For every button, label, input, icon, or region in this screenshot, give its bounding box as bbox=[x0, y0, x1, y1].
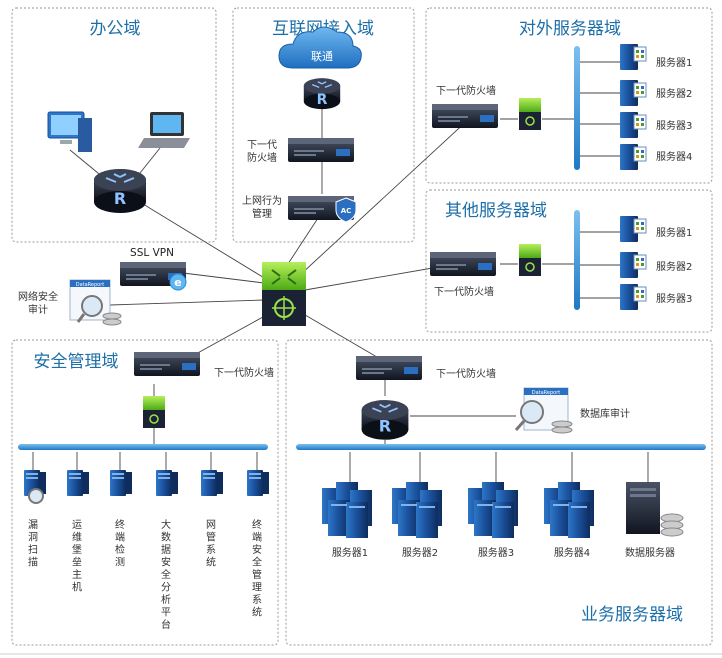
other-server-2-icon bbox=[619, 251, 647, 279]
network-audit-label-1: 网络安全 bbox=[18, 290, 58, 303]
business-firewall-icon bbox=[356, 356, 422, 380]
other-server-3-icon bbox=[619, 283, 647, 311]
core-switch-icon bbox=[262, 262, 306, 326]
zone-internet bbox=[232, 7, 415, 243]
security-device-labels: 漏洞扫描 运维堡垒主机 终端检测 大数据安全分析平台 网管系统 终端安全管理系统 bbox=[28, 518, 262, 631]
external-server-label-3: 服务器3 bbox=[656, 119, 692, 132]
business-router-icon: R bbox=[360, 399, 410, 441]
security-firewall-label: 下一代防火墙 bbox=[214, 366, 274, 379]
security-device-label-2: 运维堡垒主机 bbox=[72, 519, 82, 594]
zone-title-office: 办公域 bbox=[90, 19, 141, 39]
security-device-label-1: 漏洞扫描 bbox=[28, 519, 38, 569]
other-switch-icon bbox=[518, 243, 542, 277]
security-device-label-3: 终端检测 bbox=[115, 518, 125, 569]
ac-badge: AC bbox=[341, 207, 352, 215]
zone-office bbox=[11, 7, 217, 243]
business-server-label-4: 服务器4 bbox=[554, 546, 590, 559]
business-server-label-1: 服务器1 bbox=[332, 546, 368, 559]
other-bus-bar bbox=[574, 210, 580, 310]
zone-title-external: 对外服务器域 bbox=[519, 19, 621, 39]
external-server-label-4: 服务器4 bbox=[656, 150, 692, 163]
security-bus-bar bbox=[18, 444, 268, 450]
ac-label-2: 管理 bbox=[252, 207, 272, 220]
external-server-4-icon bbox=[619, 143, 647, 171]
internet-firewall-label-2: 防火墙 bbox=[247, 151, 277, 164]
security-device-6-icon bbox=[247, 470, 269, 496]
cloud-icon: 联通 bbox=[278, 26, 362, 69]
business-server-label-2: 服务器2 bbox=[402, 546, 438, 559]
security-firewall-icon bbox=[134, 352, 200, 376]
zone-title-security: 安全管理域 bbox=[34, 352, 119, 372]
zone-title-business: 业务服务器域 bbox=[581, 605, 683, 625]
ie-icon: e bbox=[169, 273, 187, 291]
network-audit-icon: DataReport bbox=[69, 279, 122, 326]
other-firewall-icon bbox=[430, 252, 496, 276]
external-bus-bar bbox=[574, 46, 580, 170]
security-device-label-6: 终端安全管理系统 bbox=[252, 518, 262, 619]
data-server-icon bbox=[626, 482, 684, 537]
external-server-label-2: 服务器2 bbox=[656, 87, 692, 100]
external-firewall-label: 下一代防火墙 bbox=[436, 84, 496, 97]
security-device-label-5: 网管系统 bbox=[206, 519, 216, 569]
business-server-3-icon bbox=[468, 482, 518, 538]
zone-title-other: 其他服务器域 bbox=[445, 201, 547, 221]
internet-router-icon: R bbox=[303, 77, 341, 110]
laptop-icon bbox=[138, 112, 190, 148]
other-firewall-label: 下一代防火墙 bbox=[434, 285, 494, 298]
security-device-1-icon bbox=[24, 470, 46, 504]
external-server-1-icon bbox=[619, 43, 647, 71]
security-device-label-4: 大数据安全分析平台 bbox=[161, 518, 171, 631]
network-audit-label-2: 审计 bbox=[28, 303, 48, 316]
business-firewall-label: 下一代防火墙 bbox=[436, 367, 496, 380]
security-device-4-icon bbox=[156, 470, 178, 496]
security-switch-icon bbox=[142, 395, 166, 429]
svg-text:R: R bbox=[317, 92, 328, 108]
svg-text:e: e bbox=[174, 276, 181, 289]
desktop-pc-icon bbox=[47, 111, 92, 152]
security-device-2-icon bbox=[67, 470, 89, 496]
db-audit-badge: DataReport bbox=[532, 390, 561, 396]
ac-label-1: 上网行为 bbox=[242, 194, 282, 207]
business-bus-bar bbox=[296, 444, 706, 450]
svg-text:R: R bbox=[379, 417, 392, 436]
external-switch-icon bbox=[518, 97, 542, 131]
business-server-1-icon bbox=[322, 482, 372, 538]
ssl-vpn-label: SSL VPN bbox=[130, 247, 174, 259]
zone-business bbox=[285, 339, 713, 646]
db-audit-label: 数据库审计 bbox=[580, 407, 630, 420]
other-server-1-icon bbox=[619, 215, 647, 243]
svg-text:R: R bbox=[114, 189, 126, 208]
internet-firewall-label-1: 下一代 bbox=[247, 139, 277, 151]
data-server-label: 数据服务器 bbox=[625, 546, 675, 559]
zone-external bbox=[425, 7, 713, 184]
external-server-3-icon bbox=[619, 111, 647, 139]
zone-security bbox=[11, 339, 279, 646]
cloud-label: 联通 bbox=[311, 50, 333, 63]
security-device-5-icon bbox=[201, 470, 223, 496]
db-audit-icon: DataReport bbox=[514, 387, 573, 434]
office-router-icon: R bbox=[93, 168, 147, 214]
external-firewall-icon bbox=[432, 104, 498, 128]
network-audit-badge: DataReport bbox=[76, 282, 105, 288]
business-server-label-3: 服务器3 bbox=[478, 546, 514, 559]
business-server-4-icon bbox=[544, 482, 594, 538]
other-server-label-1: 服务器1 bbox=[656, 226, 692, 239]
ac-shield-icon: AC bbox=[335, 197, 357, 223]
security-device-3-icon bbox=[110, 470, 132, 496]
other-server-label-2: 服务器2 bbox=[656, 260, 692, 273]
internet-firewall-icon bbox=[288, 138, 354, 162]
external-server-label-1: 服务器1 bbox=[656, 56, 692, 69]
business-server-2-icon bbox=[392, 482, 442, 538]
other-server-label-3: 服务器3 bbox=[656, 292, 692, 305]
external-server-2-icon bbox=[619, 79, 647, 107]
